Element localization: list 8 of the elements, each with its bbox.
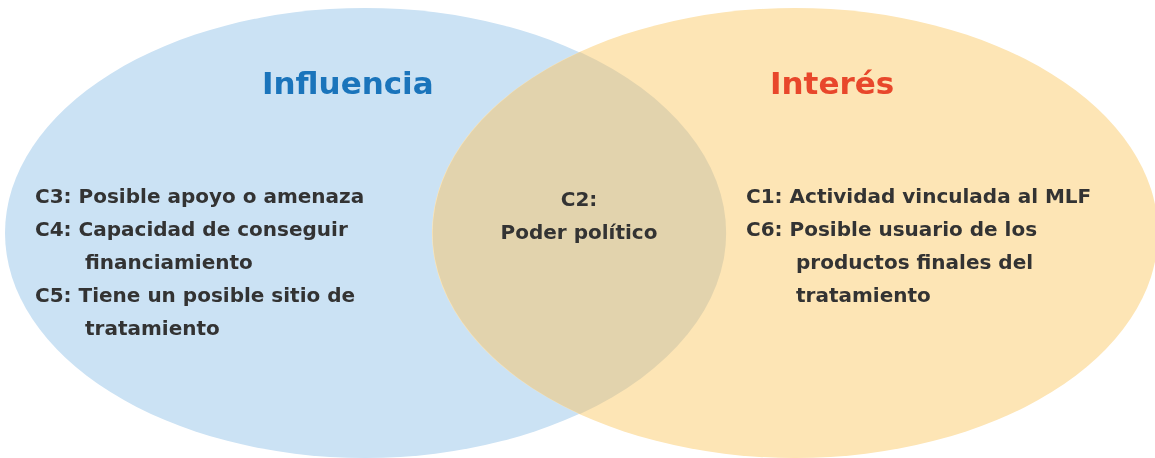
- criterion-text: C3: Posible apoyo o amenaza: [35, 183, 366, 210]
- criterion-text: C1: Actividad vinculada al MLF: [746, 183, 1093, 210]
- criterion-text: C6: Posible usuario de los productos finales del tratamiento: [746, 216, 1039, 309]
- set-title: Influencia: [262, 65, 434, 101]
- set-title: Interés: [770, 65, 895, 101]
- criterion-text: C4: Capacidad de conseguir financiamiento: [35, 216, 349, 276]
- overlap-text: C2: Poder político: [499, 186, 659, 246]
- criterion-text: C5: Tiene un posible sitio de tratamiento: [35, 282, 357, 342]
